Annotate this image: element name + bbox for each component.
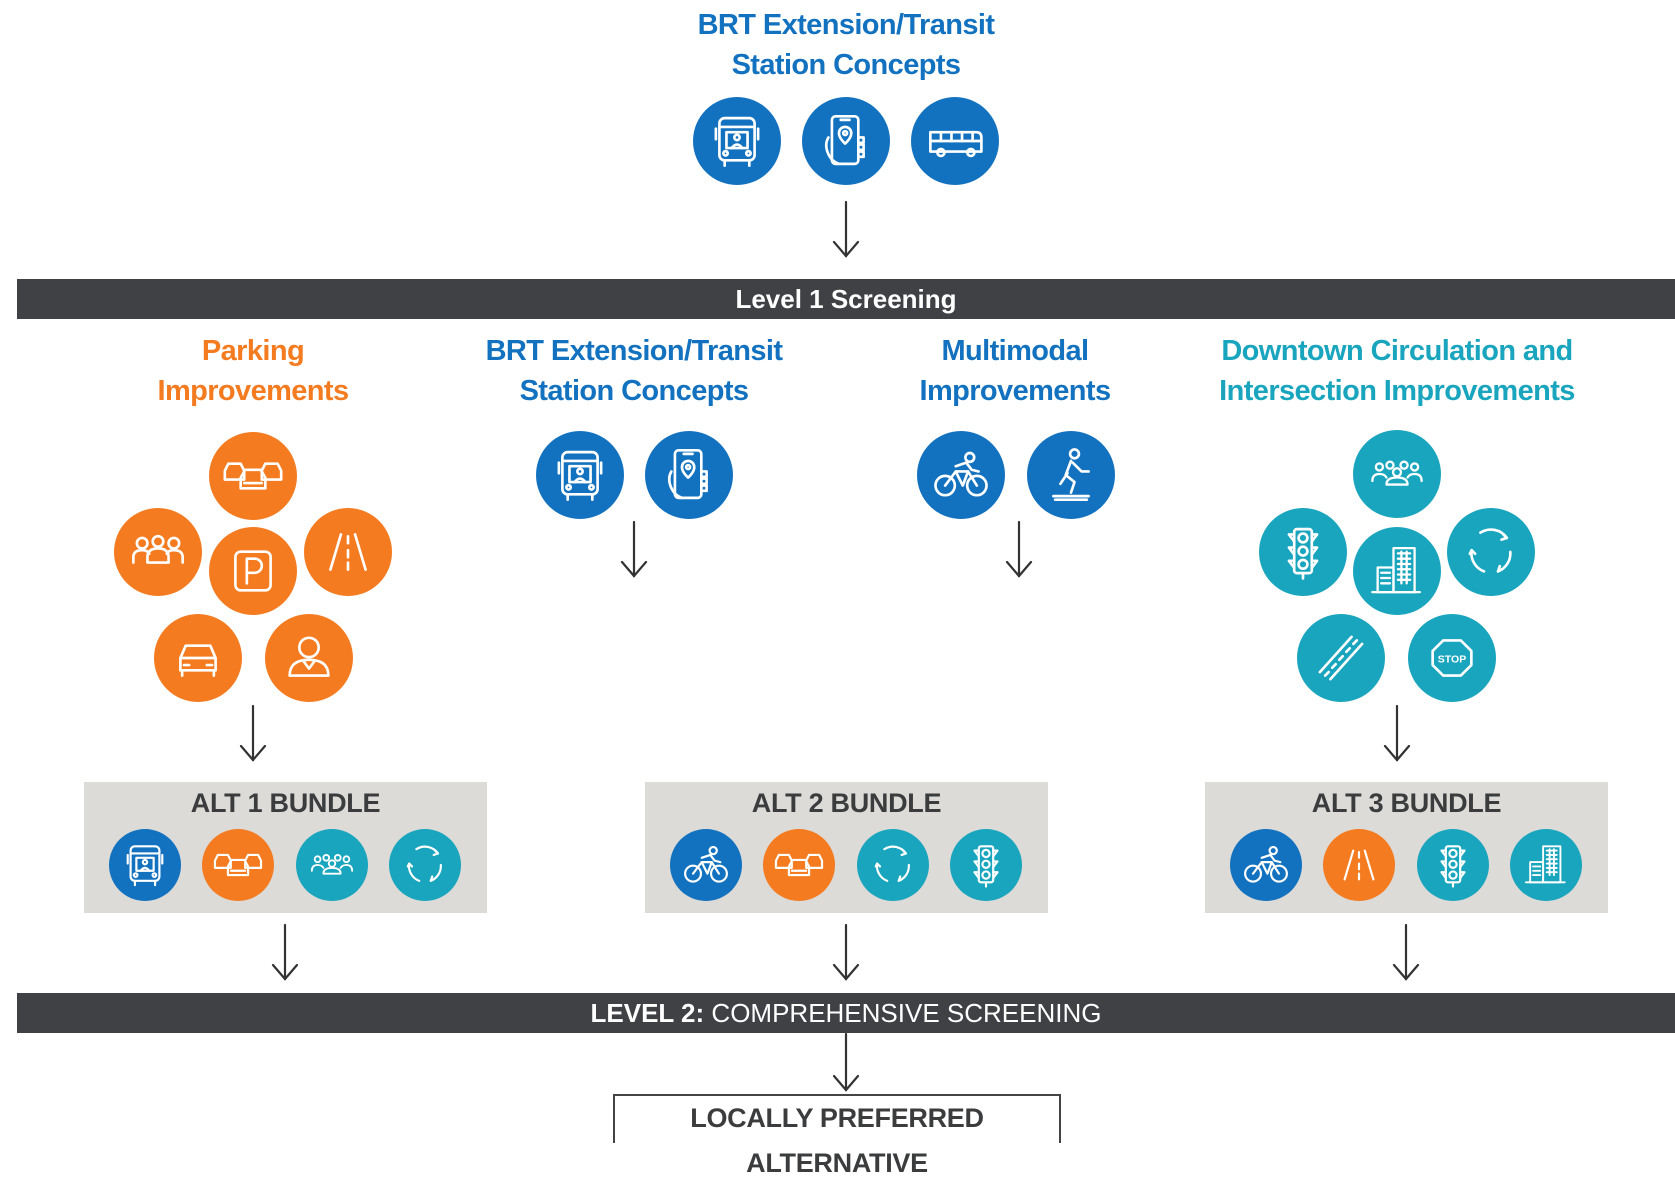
flow-arrows bbox=[239, 200, 1420, 1092]
level2-label-bold: LEVEL 2: bbox=[590, 998, 705, 1028]
parking-title-line1: Parking bbox=[201, 335, 305, 367]
bus-front-icon bbox=[109, 829, 181, 901]
phone-location-icon bbox=[802, 97, 890, 185]
arrow-down-icon bbox=[832, 1032, 860, 1092]
parking-title-line2: Improvements bbox=[157, 375, 349, 407]
bicycle-icon bbox=[917, 431, 1005, 519]
stop-sign-icon: STOP bbox=[1408, 614, 1496, 702]
roundabout-icon bbox=[1447, 508, 1535, 596]
building-icon bbox=[1353, 527, 1441, 615]
phone-location-icon bbox=[645, 431, 733, 519]
alt3-bundle: ALT 3 BUNDLE bbox=[1205, 782, 1608, 913]
arrow-down-icon bbox=[1392, 923, 1420, 981]
bus-front-icon bbox=[693, 97, 781, 185]
level2-label-rest: COMPREHENSIVE SCREENING bbox=[704, 998, 1102, 1028]
parking-title: Parking Improvements bbox=[103, 331, 403, 411]
traffic-jam-icon bbox=[763, 829, 835, 901]
crowd-icon bbox=[296, 829, 368, 901]
bicycle-icon bbox=[1230, 829, 1302, 901]
person-icon bbox=[265, 614, 353, 702]
parking-icon bbox=[209, 527, 297, 615]
alt2-bundle-title: ALT 2 BUNDLE bbox=[751, 788, 942, 818]
arrow-down-icon bbox=[271, 923, 299, 981]
traffic-light-icon bbox=[1259, 508, 1347, 596]
stop-sign-text: STOP bbox=[1438, 653, 1467, 665]
locally-preferred-alternative: LOCALLY PREFERRED ALTERNATIVE bbox=[613, 1094, 1061, 1178]
roundabout-icon bbox=[389, 829, 461, 901]
top-title-line2: Station Concepts bbox=[731, 49, 961, 81]
alt3-bundle-title: ALT 3 BUNDLE bbox=[1311, 788, 1502, 818]
bus-front-icon bbox=[536, 431, 624, 519]
alt1-bundle-title: ALT 1 BUNDLE bbox=[190, 788, 381, 818]
top-title: BRT Extension/Transit Station Concepts bbox=[600, 5, 1092, 85]
traffic-jam-icon bbox=[209, 432, 297, 520]
group-icon bbox=[114, 508, 202, 596]
arrow-down-icon bbox=[1005, 520, 1033, 578]
traffic-light-icon bbox=[1417, 829, 1489, 901]
alt2-bundle: ALT 2 BUNDLE bbox=[645, 782, 1048, 913]
bicycle-icon bbox=[670, 829, 742, 901]
level1-screening-bar: Level 1 Screening bbox=[17, 279, 1675, 319]
traffic-light-icon bbox=[950, 829, 1022, 901]
arrow-down-icon bbox=[620, 520, 648, 578]
pedestrian-icon bbox=[1027, 431, 1115, 519]
road-icon bbox=[1323, 829, 1395, 901]
arrow-down-icon bbox=[239, 704, 267, 762]
downtown-title-line1: Downtown Circulation and bbox=[1221, 335, 1573, 367]
brt-title: BRT Extension/Transit Station Concepts bbox=[484, 331, 784, 411]
roundabout-icon bbox=[857, 829, 929, 901]
arrow-down-icon bbox=[1383, 704, 1411, 762]
multimodal-title: Multimodal Improvements bbox=[865, 331, 1165, 411]
arrow-down-icon bbox=[832, 200, 860, 258]
road-icon bbox=[304, 508, 392, 596]
traffic-jam-icon bbox=[202, 829, 274, 901]
arrow-down-icon bbox=[832, 923, 860, 981]
bus-side-icon bbox=[911, 97, 999, 185]
brt-title-line1: BRT Extension/Transit bbox=[485, 335, 783, 367]
downtown-title-line2: Intersection Improvements bbox=[1219, 375, 1575, 407]
car-icon bbox=[154, 614, 242, 702]
lanes-icon bbox=[1297, 614, 1385, 702]
top-title-line1: BRT Extension/Transit bbox=[697, 9, 995, 41]
level2-screening-bar: LEVEL 2: COMPREHENSIVE SCREENING bbox=[17, 993, 1675, 1033]
building-icon bbox=[1510, 829, 1582, 901]
multimodal-title-line1: Multimodal bbox=[941, 335, 1089, 367]
crowd-icon bbox=[1353, 430, 1441, 518]
level1-label: Level 1 Screening bbox=[735, 284, 957, 314]
alt1-bundle: ALT 1 BUNDLE bbox=[84, 782, 487, 913]
downtown-title: Downtown Circulation and Intersection Im… bbox=[1197, 331, 1597, 411]
brt-title-line2: Station Concepts bbox=[519, 375, 749, 407]
multimodal-title-line2: Improvements bbox=[919, 375, 1111, 407]
